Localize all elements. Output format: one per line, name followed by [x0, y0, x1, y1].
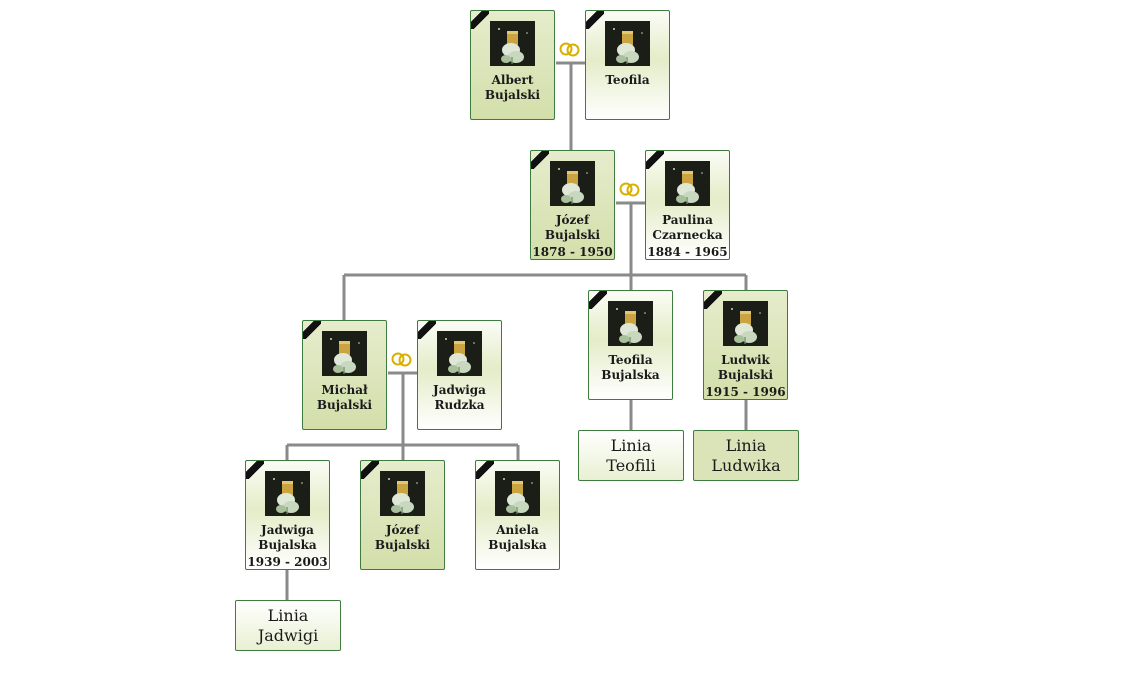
- last-name: Bujalski: [717, 368, 774, 382]
- memorial-candle-icon: [608, 301, 653, 346]
- first-name: Józef: [555, 213, 590, 227]
- memorial-candle-icon: [437, 331, 482, 376]
- last-name: Bujalski: [374, 538, 431, 552]
- first-name: Paulina: [662, 213, 713, 227]
- lineage-label: Linia: [610, 436, 652, 455]
- wedding-rings-icon: [559, 42, 580, 57]
- first-name: Albert: [491, 73, 534, 87]
- first-name: Aniela: [496, 523, 539, 537]
- person-card-teofila-sr[interactable]: Teofila: [585, 10, 670, 120]
- lineage-label: Jadwigi: [257, 626, 319, 645]
- life-dates: 1884 - 1965: [647, 245, 728, 259]
- wedding-rings-icon: [391, 352, 412, 367]
- mourning-ribbon-icon: [646, 151, 664, 169]
- first-name: Ludwik: [721, 353, 770, 367]
- first-name: Józef: [385, 523, 420, 537]
- life-dates: 1878 - 1950: [532, 245, 613, 259]
- last-name: Czarnecka: [652, 228, 723, 242]
- mourning-ribbon-icon: [704, 291, 722, 309]
- first-name: Jadwiga: [261, 523, 314, 537]
- mourning-ribbon-icon: [476, 461, 494, 479]
- first-name: Michał: [321, 383, 368, 397]
- life-dates: 1915 - 1996: [705, 385, 786, 399]
- life-dates: 1939 - 2003: [247, 555, 328, 569]
- first-name: Teofila: [605, 73, 650, 87]
- last-name: Rudzka: [434, 398, 485, 412]
- mourning-ribbon-icon: [361, 461, 379, 479]
- last-name: Bujalska: [601, 368, 660, 382]
- last-name: Bujalska: [488, 538, 547, 552]
- memorial-candle-icon: [265, 471, 310, 516]
- mourning-ribbon-icon: [586, 11, 604, 29]
- memorial-candle-icon: [322, 331, 367, 376]
- lineage-label: Teofili: [606, 456, 656, 475]
- memorial-candle-icon: [490, 21, 535, 66]
- last-name: Bujalski: [544, 228, 601, 242]
- lineage-label: Ludwika: [711, 456, 781, 475]
- person-name: Teofila: [586, 73, 669, 88]
- lineage-label: Linia: [725, 436, 767, 455]
- mourning-ribbon-icon: [418, 321, 436, 339]
- mourning-ribbon-icon: [471, 11, 489, 29]
- first-name: Jadwiga: [433, 383, 486, 397]
- first-name: Teofila: [608, 353, 653, 367]
- wedding-rings-icon: [619, 182, 640, 197]
- mourning-ribbon-icon: [531, 151, 549, 169]
- memorial-candle-icon: [495, 471, 540, 516]
- mourning-ribbon-icon: [246, 461, 264, 479]
- memorial-candle-icon: [605, 21, 650, 66]
- mourning-ribbon-icon: [303, 321, 321, 339]
- lineage-label: Linia: [267, 606, 309, 625]
- memorial-candle-icon: [723, 301, 768, 346]
- memorial-candle-icon: [550, 161, 595, 206]
- last-name: Bujalski: [316, 398, 373, 412]
- last-name: Bujalski: [484, 88, 541, 102]
- last-name: Bujalska: [258, 538, 317, 552]
- memorial-candle-icon: [665, 161, 710, 206]
- memorial-candle-icon: [380, 471, 425, 516]
- mourning-ribbon-icon: [589, 291, 607, 309]
